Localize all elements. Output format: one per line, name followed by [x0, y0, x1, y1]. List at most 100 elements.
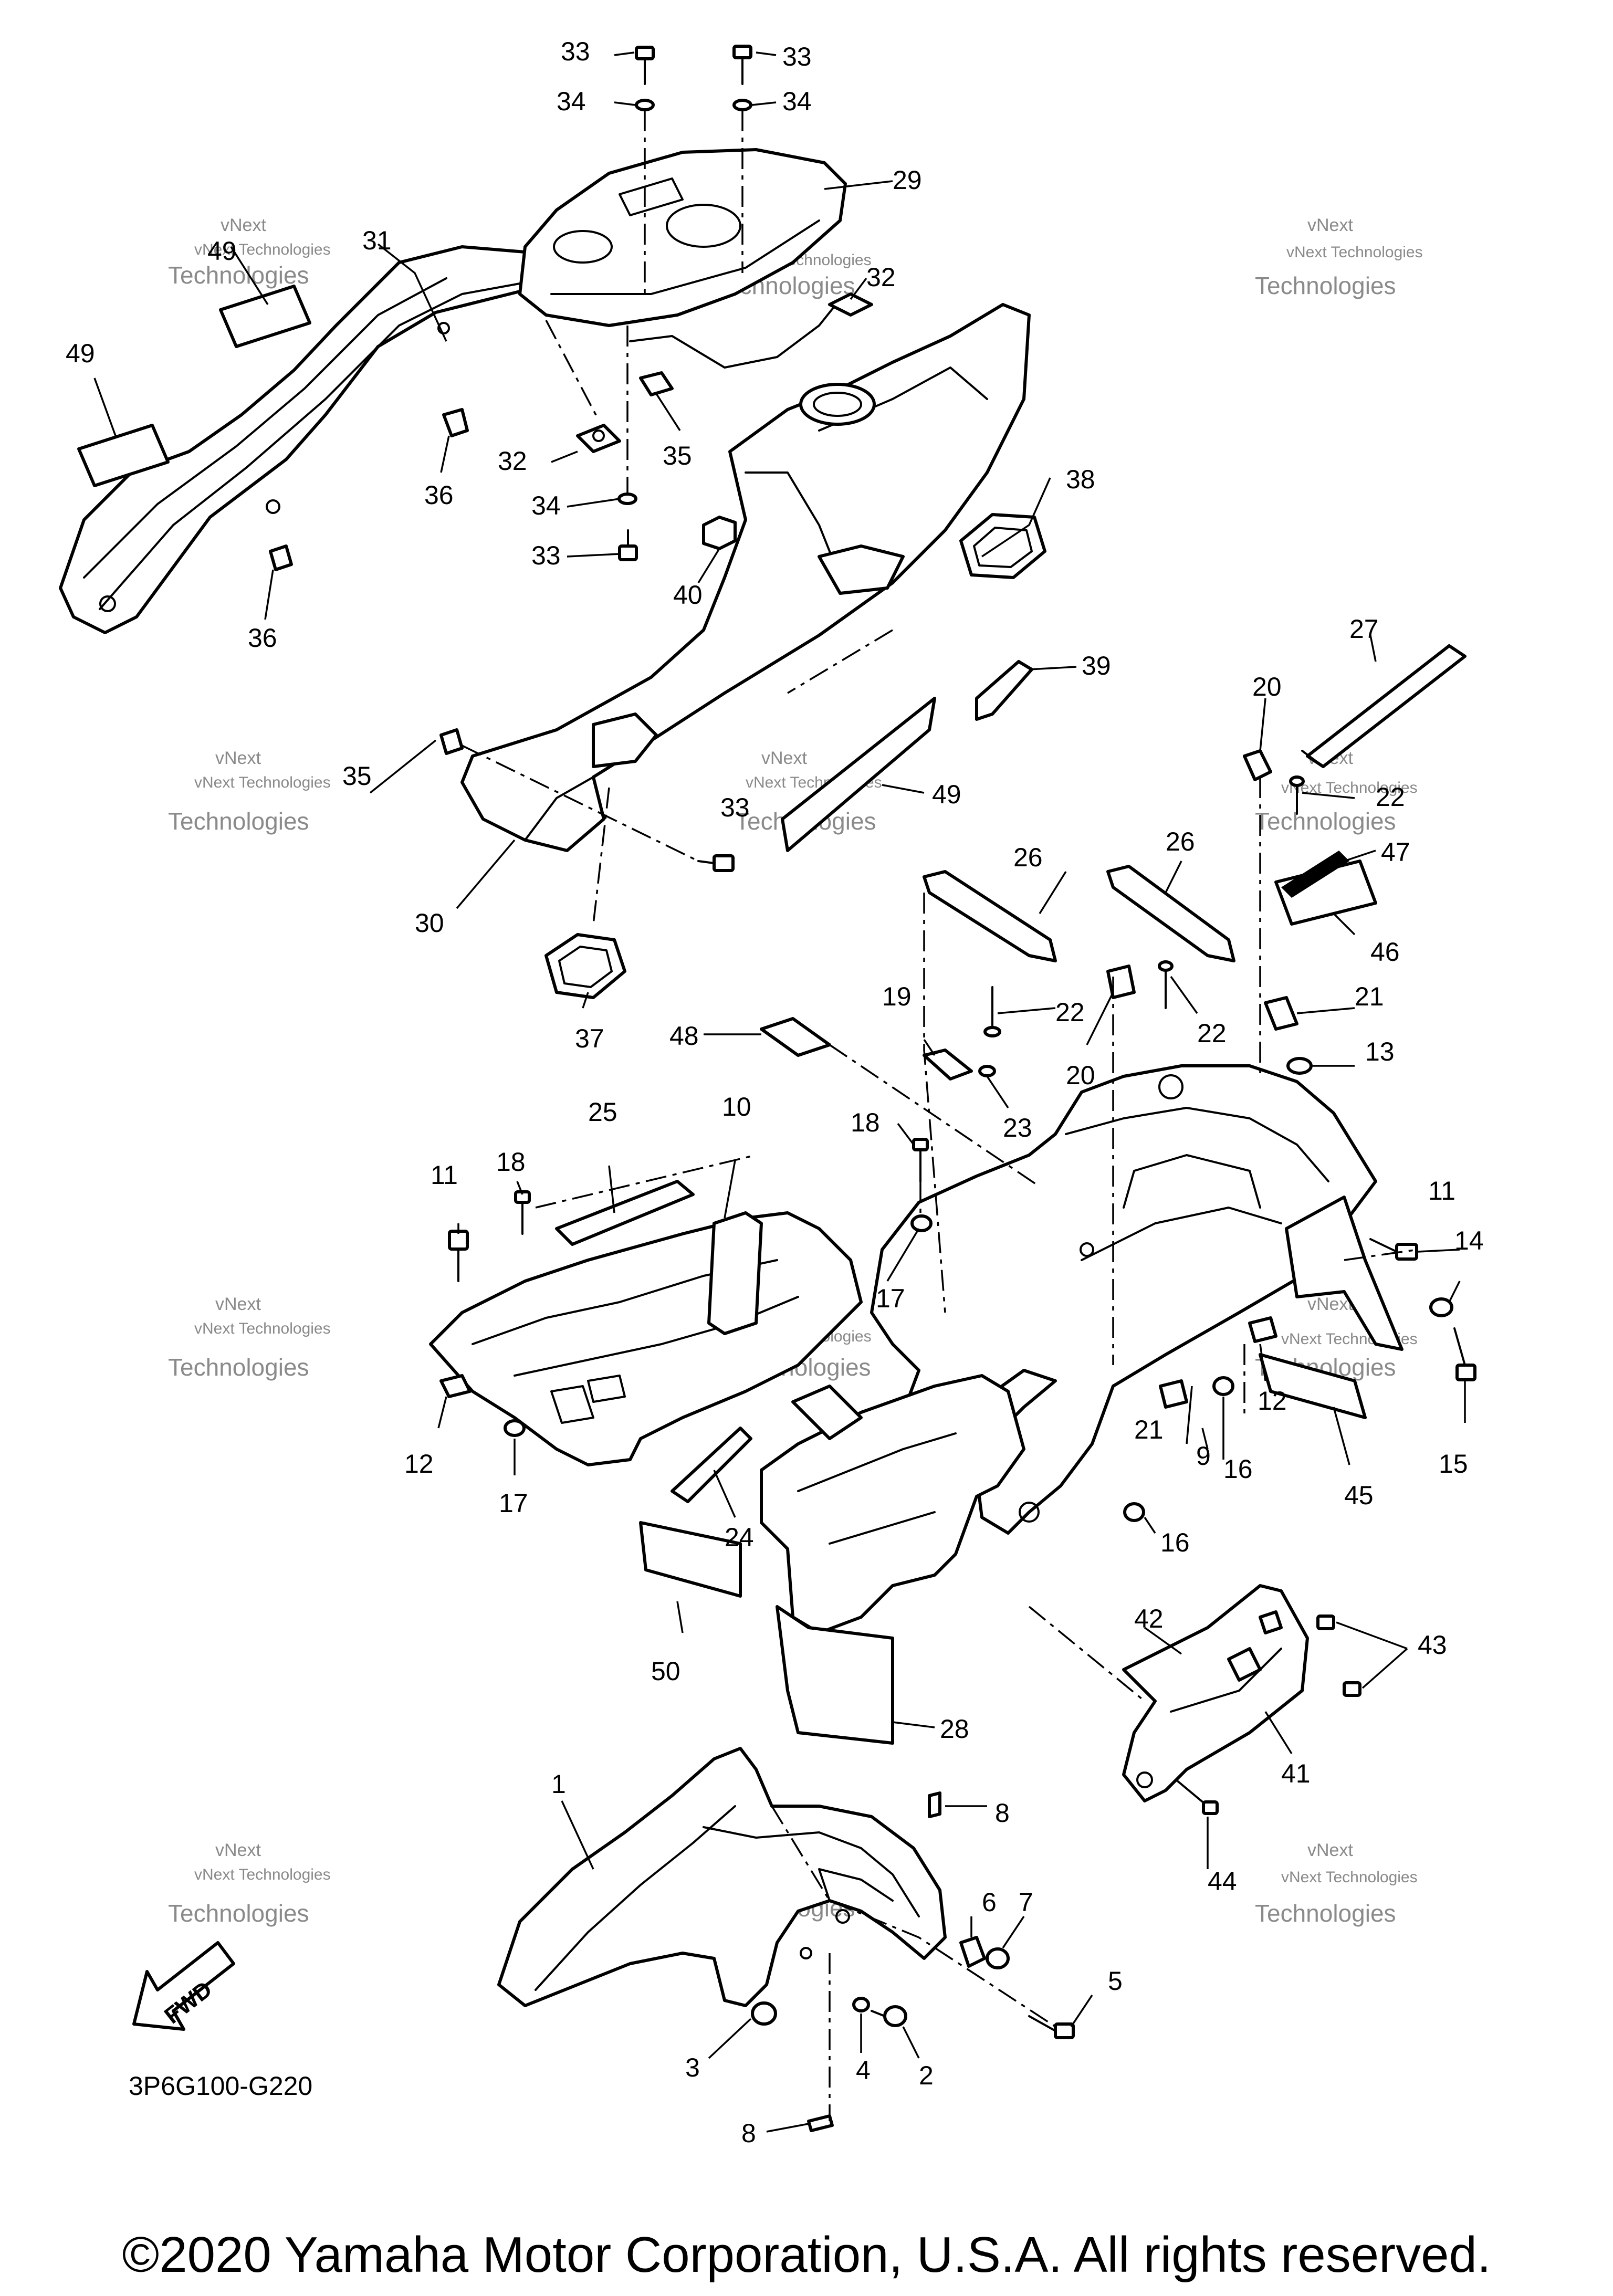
- part-26-bracket-right: [1106, 865, 1235, 962]
- part-33-bolt-top-right: [732, 45, 752, 85]
- callout-49: 49: [207, 236, 237, 266]
- callout-35: 35: [342, 761, 372, 791]
- svg-text:Technologies: Technologies: [168, 808, 309, 835]
- callout-22: 22: [1055, 998, 1085, 1027]
- forward-direction-arrow: FWD: [132, 1941, 235, 2031]
- part-17-grommet-left: [504, 1419, 526, 1437]
- callout-36: 36: [248, 623, 277, 653]
- part-27-strap: [1301, 644, 1467, 768]
- part-49-label-left: [77, 424, 170, 487]
- callout-26: 26: [1166, 827, 1195, 856]
- part-36-grommet-lower: [269, 544, 293, 571]
- callout-37: 37: [575, 1024, 604, 1053]
- part-41-license-bracket: [1122, 1584, 1309, 1802]
- part-34-washer-mid: [617, 492, 637, 505]
- callout-19: 19: [882, 982, 912, 1011]
- callout-22: 22: [1197, 1019, 1227, 1048]
- callout-24: 24: [725, 1523, 754, 1552]
- callout-33: 33: [782, 42, 812, 71]
- svg-text:vNext Technologies: vNext Technologies: [194, 1320, 331, 1337]
- part-24-band: [671, 1427, 752, 1503]
- part-47-stripe: [1281, 851, 1349, 898]
- callout-11: 11: [1428, 1176, 1455, 1205]
- callout-23: 23: [1003, 1113, 1032, 1142]
- callout-44: 44: [1208, 1867, 1237, 1896]
- svg-text:vNext: vNext: [1307, 1840, 1353, 1860]
- callout-33: 33: [720, 793, 750, 822]
- callout-21: 21: [1134, 1415, 1164, 1444]
- watermark-bottom-right: vNext vNext Technologies Technologies: [1255, 1840, 1418, 1927]
- part-32-nut-upper-right: [828, 292, 873, 317]
- callout-28: 28: [940, 1714, 969, 1744]
- part-12-nut-right: [1248, 1316, 1277, 1343]
- part-38-grommet-ring: [959, 513, 1046, 579]
- callout-20: 20: [1252, 672, 1282, 701]
- callout-42: 42: [1134, 1604, 1164, 1633]
- callout-27: 27: [1349, 614, 1379, 644]
- part-11-bolt-left: [448, 1230, 469, 1282]
- part-34-washer-top-left: [635, 99, 655, 111]
- watermark-bottom-left: vNext vNext Technologies Technologies: [168, 1840, 331, 1927]
- part-22-rivet-a: [983, 986, 1001, 1037]
- svg-text:vNext Technologies: vNext Technologies: [1286, 244, 1423, 261]
- callout-14: 14: [1454, 1226, 1484, 1255]
- part-15-bolt: [1453, 1327, 1476, 1381]
- part-19-bracket: [923, 1049, 973, 1081]
- callout-9: 9: [1196, 1441, 1211, 1471]
- part-23-washer: [978, 1065, 996, 1077]
- callout-49: 49: [66, 339, 95, 368]
- callout-15: 15: [1439, 1449, 1468, 1479]
- callout-6: 6: [982, 1888, 997, 1917]
- callout-25: 25: [588, 1097, 617, 1127]
- leader-lines: [93, 51, 1466, 2133]
- svg-text:vNext: vNext: [215, 748, 261, 768]
- callout-21: 21: [1355, 982, 1384, 1011]
- part-1-front-fender: [497, 1747, 947, 2007]
- part-electrical-tray: [760, 1374, 1025, 1634]
- callout-29: 29: [893, 165, 922, 195]
- callout-8: 8: [995, 1798, 1010, 1828]
- callout-36: 36: [424, 480, 454, 510]
- part-13-grommet: [1286, 1057, 1313, 1075]
- part-33-bolt-top-left: [635, 46, 655, 85]
- callout-33: 33: [561, 37, 590, 66]
- part-39-bracket: [975, 660, 1033, 721]
- svg-text:vNext Technologies: vNext Technologies: [1281, 1869, 1418, 1886]
- part-49-label-center: [781, 697, 936, 852]
- svg-text:Technologies: Technologies: [1255, 808, 1396, 835]
- svg-text:Technologies: Technologies: [168, 1900, 309, 1927]
- part-45-label: [1259, 1353, 1367, 1419]
- callout-40: 40: [673, 580, 703, 610]
- watermark-mid-left: vNext vNext Technologies Technologies: [168, 748, 331, 835]
- part-21-clip-lower: [1159, 1379, 1188, 1409]
- part-18-screw-left: [514, 1190, 531, 1235]
- part-3-collar: [751, 2001, 777, 2026]
- part-35-clip-top: [639, 371, 674, 396]
- svg-text:Technologies: Technologies: [168, 261, 309, 289]
- svg-text:vNext: vNext: [761, 748, 807, 768]
- callout-33: 33: [531, 541, 561, 570]
- callout-11: 11: [431, 1160, 458, 1190]
- part-18-screw-center: [912, 1138, 929, 1182]
- callout-8: 8: [741, 2119, 756, 2148]
- part-4-washer: [852, 1997, 870, 2012]
- callout-labels: 33 33 34 34 29 49 31 32 49 32 35 36 34 3…: [66, 37, 1484, 2148]
- callout-38: 38: [1066, 465, 1095, 494]
- callout-16: 16: [1223, 1454, 1253, 1484]
- diagram-code: 3P6G100-G220: [129, 2071, 312, 2101]
- callout-17: 17: [876, 1284, 905, 1313]
- callout-45: 45: [1344, 1481, 1374, 1510]
- callout-50: 50: [651, 1657, 680, 1686]
- callout-17: 17: [499, 1488, 528, 1518]
- part-10-battery-box: [429, 1211, 863, 1466]
- callout-12: 12: [404, 1449, 434, 1479]
- part-37-grommet-ring: [544, 933, 626, 999]
- callout-48: 48: [669, 1021, 699, 1051]
- part-33-bolt-center: [697, 854, 735, 872]
- svg-text:vNext: vNext: [215, 1840, 261, 1860]
- part-16-grommet-a: [1212, 1376, 1234, 1396]
- svg-text:vNext: vNext: [1307, 215, 1353, 235]
- callout-41: 41: [1281, 1759, 1311, 1788]
- part-44-screw: [1175, 1779, 1219, 1815]
